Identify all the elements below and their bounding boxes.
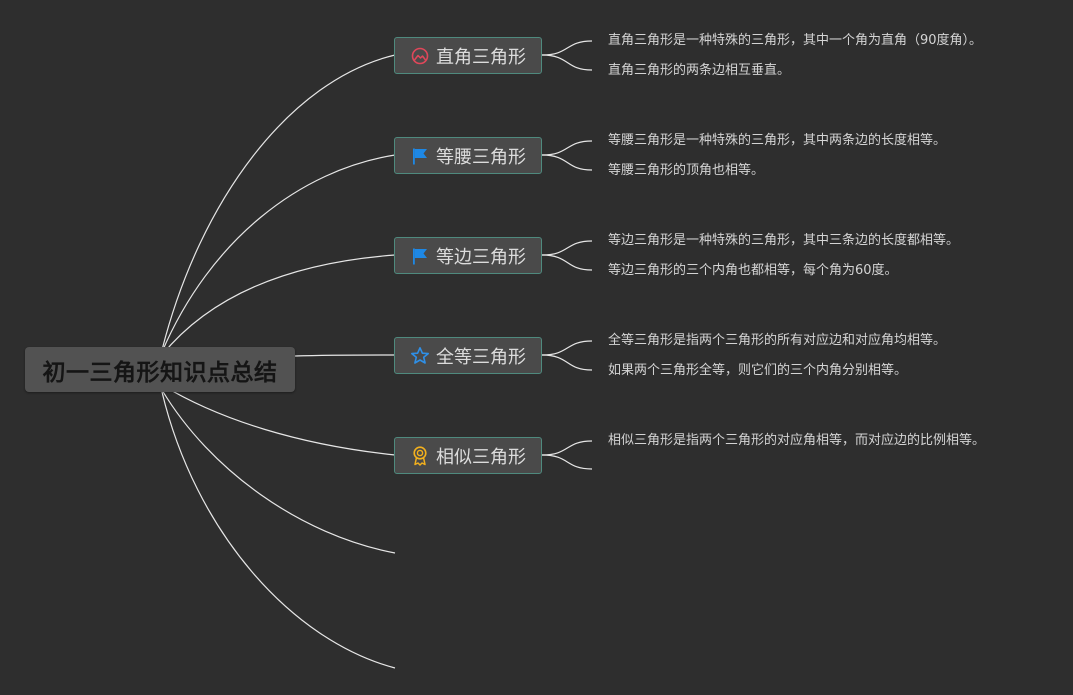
root-topic[interactable]: 初一三角形知识点总结: [25, 347, 295, 392]
detail-topic[interactable]: 等腰三角形是一种特殊的三角形，其中两条边的长度相等。: [608, 133, 947, 148]
connector-branch-2-detail-1: [541, 140, 593, 156]
detail-topic[interactable]: 直角三角形是一种特殊的三角形，其中一个角为直角（90度角）。: [608, 33, 983, 48]
connector-branch-3-detail-1: [541, 240, 593, 256]
flag-icon: [410, 146, 430, 166]
branch-topic-equilateral-triangle[interactable]: 等边三角形: [394, 237, 542, 274]
connector-branch-3-detail-2: [541, 254, 593, 271]
detail-topic[interactable]: 如果两个三角形全等，则它们的三个内角分别相等。: [608, 363, 908, 378]
connector-root-branch-1: [161, 54, 396, 351]
branch-topic-label: 等边三角形: [436, 246, 526, 268]
hill-icon: [410, 46, 430, 66]
connector-branch-5-detail-2: [541, 454, 593, 470]
connector-branch-5-detail-1: [541, 440, 593, 456]
connector-branch-1-detail-1: [541, 40, 593, 56]
connector-root-branch-4: [294, 354, 396, 357]
branch-topic-isosceles-triangle[interactable]: 等腰三角形: [394, 137, 542, 174]
detail-topic[interactable]: 等腰三角形的顶角也相等。: [608, 163, 765, 178]
connector-branch-2-detail-2: [541, 154, 593, 171]
detail-topic[interactable]: 全等三角形是指两个三角形的所有对应边和对应角均相等。: [608, 333, 947, 348]
detail-topic[interactable]: 相似三角形是指两个三角形的对应角相等，而对应边的比例相等。: [608, 433, 986, 448]
branch-topic-right-triangle[interactable]: 直角三角形: [394, 37, 542, 74]
detail-topic[interactable]: 等边三角形的三个内角也都相等，每个角为60度。: [608, 263, 898, 278]
connector-branch-4-detail-1: [541, 340, 593, 356]
branch-topic-label: 直角三角形: [436, 46, 526, 68]
root-topic-title: 初一三角形知识点总结: [42, 359, 278, 386]
connector-root-branch-2: [161, 154, 396, 353]
detail-topic[interactable]: 直角三角形的两条边相互垂直。: [608, 63, 791, 78]
award-icon: [410, 445, 430, 466]
branch-topic-label: 相似三角形: [436, 446, 526, 468]
connector-root-branch-5: [161, 384, 396, 456]
star-icon: [410, 346, 430, 366]
connector-root-stub-7: [161, 391, 396, 669]
detail-topic[interactable]: 等边三角形是一种特殊的三角形，其中三条边的长度都相等。: [608, 233, 960, 248]
branch-topic-label: 全等三角形: [436, 346, 526, 368]
connector-root-stub-6: [161, 389, 396, 554]
branch-topic-label: 等腰三角形: [436, 146, 526, 168]
connector-branch-4-detail-2: [541, 354, 593, 371]
connector-root-branch-3: [161, 254, 396, 356]
branch-topic-congruent-triangle[interactable]: 全等三角形: [394, 337, 542, 374]
branch-topic-similar-triangle[interactable]: 相似三角形: [394, 437, 542, 474]
flag-icon: [410, 246, 430, 266]
connector-branch-1-detail-2: [541, 54, 593, 71]
